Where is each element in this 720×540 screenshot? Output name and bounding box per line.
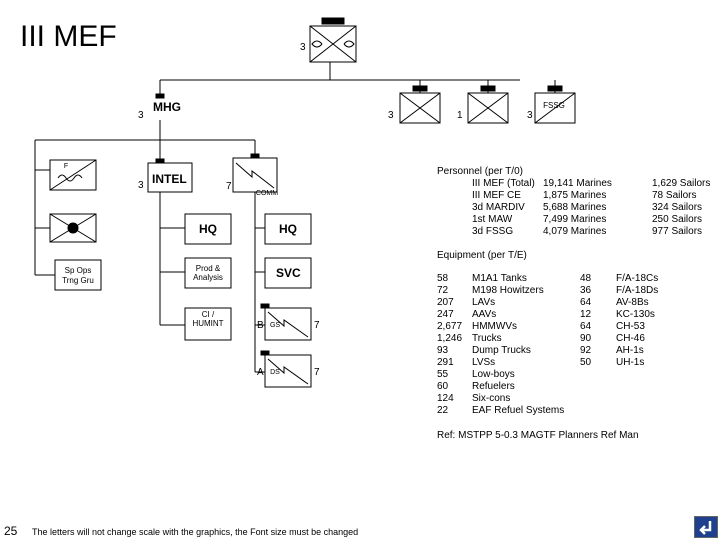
mhg-echelon: 3	[138, 110, 144, 121]
personnel-sailors: 250 Sailors	[652, 214, 703, 225]
ground-item: EAF Refuel Systems	[472, 405, 565, 416]
ground-qty: 291	[437, 357, 454, 368]
ground-qty: 93	[437, 345, 449, 356]
fssg-label: FSSG	[543, 101, 565, 110]
left-box-top-label: F	[63, 163, 69, 170]
personnel-marines: 7,499 Marines	[543, 214, 607, 225]
personnel-sailors-column: 1,629 Sailors 78 Sailors 324 Sailors 250…	[652, 178, 710, 238]
ground-qty: 55	[437, 369, 449, 380]
air-qty: 50	[580, 357, 592, 368]
air-item: F/A-18Ds	[616, 285, 659, 296]
gs-label: GS	[269, 322, 281, 329]
personnel-marines-column: 19,141 Marines 1,875 Marines 5,688 Marin…	[543, 178, 612, 238]
return-arrow-icon	[699, 521, 712, 535]
ground-qty: 247	[437, 309, 454, 320]
personnel-sailors: 1,629 Sailors	[652, 178, 711, 189]
ground-item: M1A1 Tanks	[472, 273, 527, 284]
ground-item: LVSs	[472, 357, 496, 368]
air-qty: 12	[580, 309, 592, 320]
hq-left-label: HQ	[199, 222, 217, 236]
air-qty-column: 48 36 64 12 64 90 92 50	[580, 273, 591, 369]
mef-symbol	[309, 17, 357, 63]
ground-item: AAVs	[472, 309, 497, 320]
page-number: 25	[4, 524, 18, 538]
personnel-sailors: 324 Sailors	[652, 202, 703, 213]
ground-qty: 58	[437, 273, 449, 284]
ground-qty: 207	[437, 297, 454, 308]
unit2-echelon: 3	[388, 110, 394, 121]
air-qty: 92	[580, 345, 592, 356]
air-item: AH-1s	[616, 345, 644, 356]
air-qty: 90	[580, 333, 592, 344]
footer-note: The letters will not change scale with t…	[32, 527, 359, 537]
intel-echelon: 3	[138, 180, 144, 191]
comm-label: COMM	[255, 190, 279, 197]
reference-text: Ref: MSTPP 5-0.3 MAGTF Planners Ref Man	[437, 430, 639, 441]
personnel-unit: III MEF CE	[472, 190, 521, 201]
hq-right-label: HQ	[279, 222, 297, 236]
ground-item: Dump Trucks	[472, 345, 531, 356]
return-button[interactable]	[694, 516, 718, 538]
svc-label: SVC	[276, 266, 301, 280]
ground-item: M198 Howitzers	[472, 285, 544, 296]
page-title: III MEF	[20, 20, 117, 53]
personnel-marines: 5,688 Marines	[543, 202, 607, 213]
equipment-header: Equipment (per T/E)	[437, 250, 527, 261]
ground-qty: 1,246	[437, 333, 463, 344]
air-items-column: F/A-18Cs F/A-18Ds AV-8Bs KC-130s CH-53 C…	[616, 273, 658, 369]
air-qty: 36	[580, 285, 592, 296]
personnel-unit: 1st MAW	[472, 214, 513, 225]
top-echelon-label: 3	[300, 42, 306, 53]
air-qty: 64	[580, 321, 592, 332]
personnel-marines: 4,079 Marines	[543, 226, 607, 237]
ds-echelon: 7	[314, 367, 320, 378]
ground-qty: 22	[437, 405, 449, 416]
personnel-marines: 19,141 Marines	[543, 178, 612, 189]
ground-qty: 72	[437, 285, 449, 296]
personnel-unit: III MEF (Total)	[472, 178, 535, 189]
ground-item: HMMWVs	[472, 321, 517, 332]
ground-qty: 60	[437, 381, 449, 392]
mhg-label: MHG	[153, 100, 181, 114]
ground-qty-column: 58 72 207 247 2,677 1,246 93 291 55 60 1…	[437, 273, 462, 417]
ds-label: DS	[270, 369, 280, 376]
personnel-sailors: 977 Sailors	[652, 226, 703, 237]
personnel-header: Personnel (per T/0)	[437, 166, 523, 177]
ground-qty: 124	[437, 393, 454, 404]
ground-item: Refuelers	[472, 381, 515, 392]
personnel-sailors: 78 Sailors	[652, 190, 697, 201]
ground-items-column: M1A1 Tanks M198 Howitzers LAVs AAVs HMMW…	[472, 273, 564, 417]
air-qty: 64	[580, 297, 592, 308]
personnel-units-column: III MEF (Total) III MEF CE 3d MARDIV 1st…	[472, 178, 535, 238]
air-item: F/A-18Cs	[616, 273, 659, 284]
gs-prefix: B	[257, 320, 264, 331]
personnel-unit: 3d MARDIV	[472, 202, 525, 213]
unit3-echelon: 1	[457, 110, 463, 121]
air-item: CH-46	[616, 333, 645, 344]
personnel-marines: 1,875 Marines	[543, 190, 607, 201]
comm-echelon: 7	[226, 181, 232, 192]
ground-item: Trucks	[472, 333, 502, 344]
air-qty: 48	[580, 273, 592, 284]
air-item: KC-130s	[616, 309, 655, 320]
ground-item: Low-boys	[472, 369, 515, 380]
gs-echelon: 7	[314, 320, 320, 331]
ground-item: LAVs	[472, 297, 496, 308]
air-item: AV-8Bs	[616, 297, 649, 308]
fssg-echelon: 3	[527, 110, 533, 121]
ci-humint-label: CI / HUMINT	[192, 310, 224, 328]
ds-prefix: A	[257, 367, 264, 378]
ground-item: Six-cons	[472, 393, 511, 404]
intel-label: INTEL	[152, 172, 187, 186]
air-item: CH-53	[616, 321, 645, 332]
ground-qty: 2,677	[437, 321, 463, 332]
sp-ops-label: Sp Ops Trng Gru	[62, 266, 94, 285]
prod-analysis-label: Prod & Analysis	[193, 264, 223, 282]
personnel-unit: 3d FSSG	[472, 226, 514, 237]
air-item: UH-1s	[616, 357, 645, 368]
